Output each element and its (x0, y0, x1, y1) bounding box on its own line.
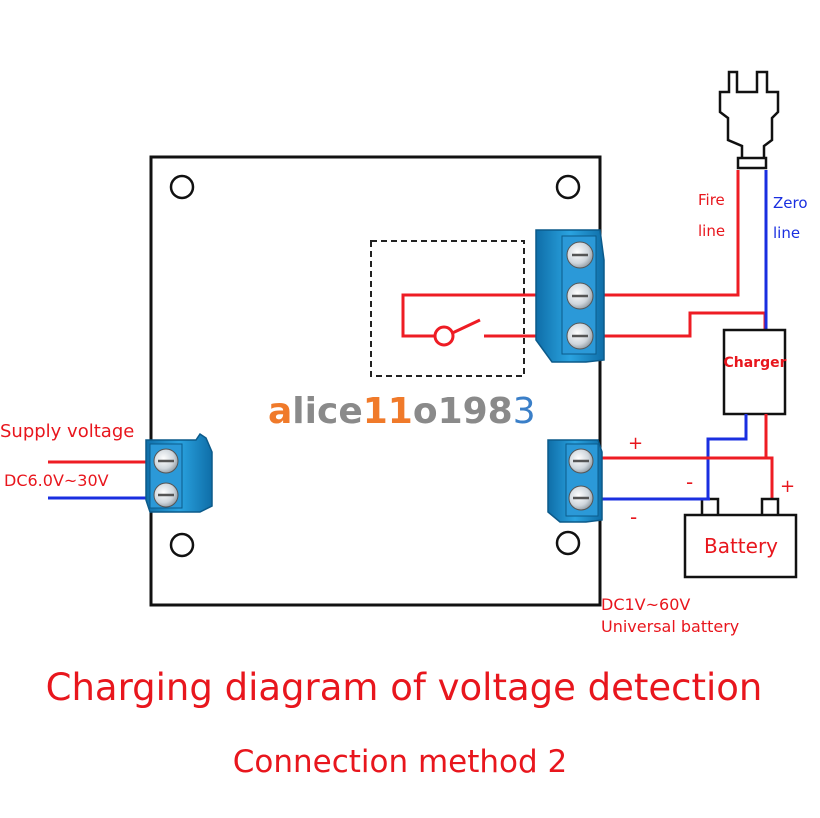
fire-line-label-1: Fire (698, 191, 725, 209)
plus-top-label: + (628, 433, 643, 454)
battery-minus-label: - (630, 505, 637, 529)
mounting-hole-bottom-left (169, 532, 195, 558)
watermark-part-1: a (268, 391, 292, 432)
battery-box (683, 513, 798, 579)
supply-range-label: DC6.0V~30V (4, 471, 109, 490)
zero-line-label-2: line (773, 224, 800, 242)
battery-plus-label: + (780, 476, 795, 497)
watermark-part-4: o198 (413, 391, 513, 432)
battery-terminal-block (547, 439, 603, 523)
charger-label: Charger (723, 355, 786, 371)
watermark-part-5: 3 (513, 391, 536, 432)
watermark: alice11o1983 (268, 391, 536, 432)
supply-terminal-block (145, 432, 213, 513)
charger-negative-wire (706, 414, 748, 501)
relay-dashed-box (370, 240, 525, 377)
plug-icon (718, 70, 780, 170)
diagram-subtitle: Connection method 2 (233, 744, 568, 780)
mounting-hole-top-left (169, 174, 195, 200)
supply-voltage-label: Supply voltage (0, 421, 134, 442)
diagram-title: Charging diagram of voltage detection (46, 666, 763, 709)
relay-terminal-block (535, 229, 605, 363)
fire-line-label-2: line (698, 222, 725, 240)
mounting-hole-top-right (555, 174, 581, 200)
battery-terminal-positive (760, 497, 780, 518)
battery-range-label: DC1V~60V (601, 595, 690, 614)
watermark-part-3: 11 (363, 391, 413, 432)
relay-contact (433, 325, 455, 347)
watermark-part-2: lice (292, 391, 362, 432)
battery-type-label: Universal battery (601, 617, 739, 636)
mounting-hole-bottom-right (555, 530, 581, 556)
charger-box (722, 328, 787, 416)
zero-line-label-1: Zero (773, 194, 808, 212)
minus-top-label: - (686, 470, 693, 494)
battery-label: Battery (704, 534, 778, 558)
battery-terminal-negative (700, 497, 720, 518)
module-board (149, 155, 602, 607)
